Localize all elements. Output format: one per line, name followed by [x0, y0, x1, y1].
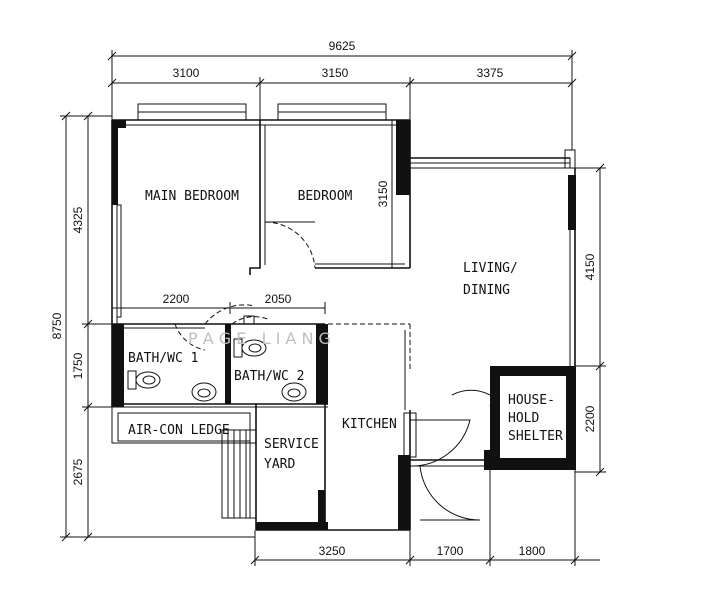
dim-inner-bedroom: 2050: [265, 292, 292, 306]
dim-overall-height: 8750: [50, 312, 64, 339]
room-labels: MAIN BEDROOM BEDROOM LIVING/ DINING BATH…: [128, 189, 563, 472]
dim-right-2: 2200: [583, 405, 597, 432]
watermark: P A G E L I A N G: [188, 329, 331, 348]
label-service-line1: SERVICE: [264, 437, 319, 452]
doors: [174, 221, 497, 521]
pipe-shaft: [243, 315, 255, 325]
fixtures: [127, 315, 307, 402]
toilet-1-icon: [127, 370, 161, 390]
label-shelter-line1: HOUSE-: [508, 393, 555, 408]
label-bedroom: BEDROOM: [298, 189, 353, 204]
dim-bottom-2: 1700: [437, 544, 464, 558]
dim-left-1: 4325: [71, 206, 85, 233]
dim-top-1: 3100: [173, 66, 200, 80]
walls: [111, 119, 576, 531]
label-kitchen: KITCHEN: [342, 417, 397, 432]
dim-bedroom-depth: 3150: [376, 180, 390, 207]
label-bath-2: BATH/WC 2: [234, 369, 304, 384]
label-bath-1: BATH/WC 1: [128, 351, 198, 366]
label-aircon-ledge: AIR-CON LEDGE: [128, 423, 230, 438]
basin-2-icon: [281, 382, 307, 402]
dim-right-1: 4150: [583, 253, 597, 280]
dim-left-2: 1750: [71, 352, 85, 379]
label-main-bedroom: MAIN BEDROOM: [145, 189, 239, 204]
windows: [137, 103, 387, 121]
toilet-2-icon: [233, 338, 267, 358]
basin-1-icon: [191, 382, 217, 402]
dim-inner-main: 2200: [163, 292, 190, 306]
label-service-line2: YARD: [264, 457, 295, 472]
label-living-line1: LIVING/: [463, 261, 518, 276]
dim-top-2: 3150: [322, 66, 349, 80]
label-living-line2: DINING: [463, 283, 510, 298]
dim-overall-width: 9625: [329, 39, 356, 53]
label-shelter-line2: HOLD: [508, 411, 539, 426]
dim-bottom-1: 3250: [319, 544, 346, 558]
dim-top-3: 3375: [477, 66, 504, 80]
dim-left-3: 2675: [71, 458, 85, 485]
dimension-lines: [60, 50, 606, 566]
label-shelter-line3: SHELTER: [508, 429, 563, 444]
dimension-labels: 9625 3100 3150 3375 8750 4325 1750 2675 …: [50, 39, 597, 558]
dim-bottom-3: 1800: [519, 544, 546, 558]
